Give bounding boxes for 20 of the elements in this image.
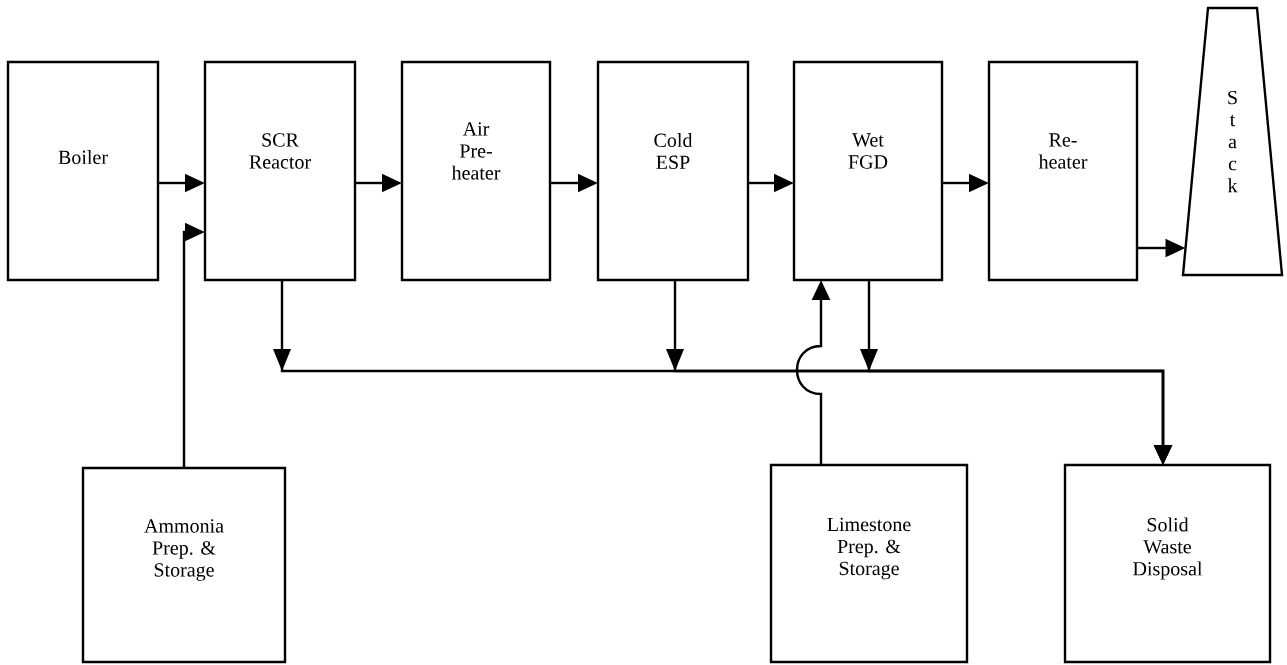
box-label: SCR Reactor [249, 133, 311, 169]
box-label: S t a c k [1227, 90, 1238, 193]
process-box [596, 60, 750, 282]
box-label: Limestone Prep. & Storage [827, 517, 911, 580]
box-label: Ammonia Prep. & Storage [144, 519, 224, 581]
process-box [203, 60, 357, 282]
box-label: Re- heater [1038, 133, 1088, 169]
box-label: Cold ESP [654, 132, 693, 170]
process-box [400, 60, 552, 282]
process-box [987, 60, 1139, 282]
process-box [81, 466, 287, 664]
box-label: Boiler [58, 149, 108, 165]
process-box [792, 60, 944, 282]
box-label: Solid Waste Disposal [1133, 517, 1203, 580]
process-box [6, 60, 160, 282]
stack-chimney [1181, 6, 1284, 277]
process-box [1063, 463, 1272, 664]
process-box [769, 463, 969, 664]
box-label: Air Pre- heater [451, 122, 501, 180]
box-label: Wet FGD [848, 133, 888, 169]
